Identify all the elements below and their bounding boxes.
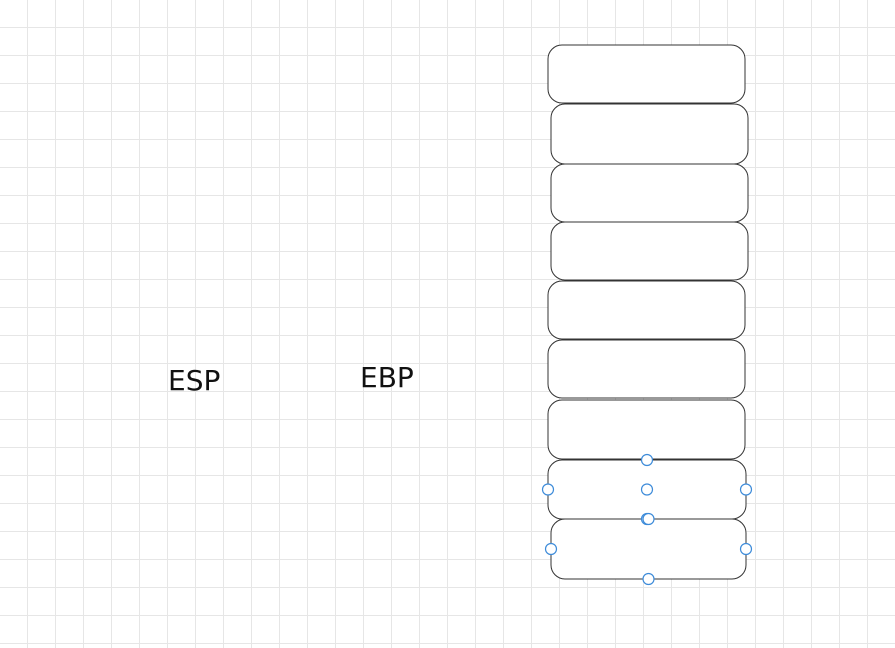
connection-handle-right[interactable] (739, 542, 753, 556)
connection-handle-left[interactable] (541, 483, 555, 496)
stack-cell-6[interactable] (547, 339, 746, 399)
stack-cell-5[interactable] (547, 280, 746, 340)
connection-handle-top[interactable] (640, 453, 654, 467)
stack-cell-3[interactable] (550, 163, 749, 223)
stack-cell-9[interactable] (550, 518, 747, 580)
connection-handle-bottom[interactable] (642, 572, 655, 586)
connection-handle-top[interactable] (642, 512, 655, 526)
stack-cell-1[interactable] (547, 44, 746, 104)
ebp-label[interactable]: EBP (360, 361, 414, 394)
stack-cell-7[interactable] (547, 399, 746, 460)
connection-handle-center[interactable] (640, 483, 654, 496)
stack-cell-2[interactable] (550, 103, 749, 165)
stack-cell-4[interactable] (550, 221, 749, 281)
connection-handle-left[interactable] (544, 542, 558, 556)
connection-handle-right[interactable] (739, 483, 753, 496)
esp-label[interactable]: ESP (168, 364, 221, 397)
